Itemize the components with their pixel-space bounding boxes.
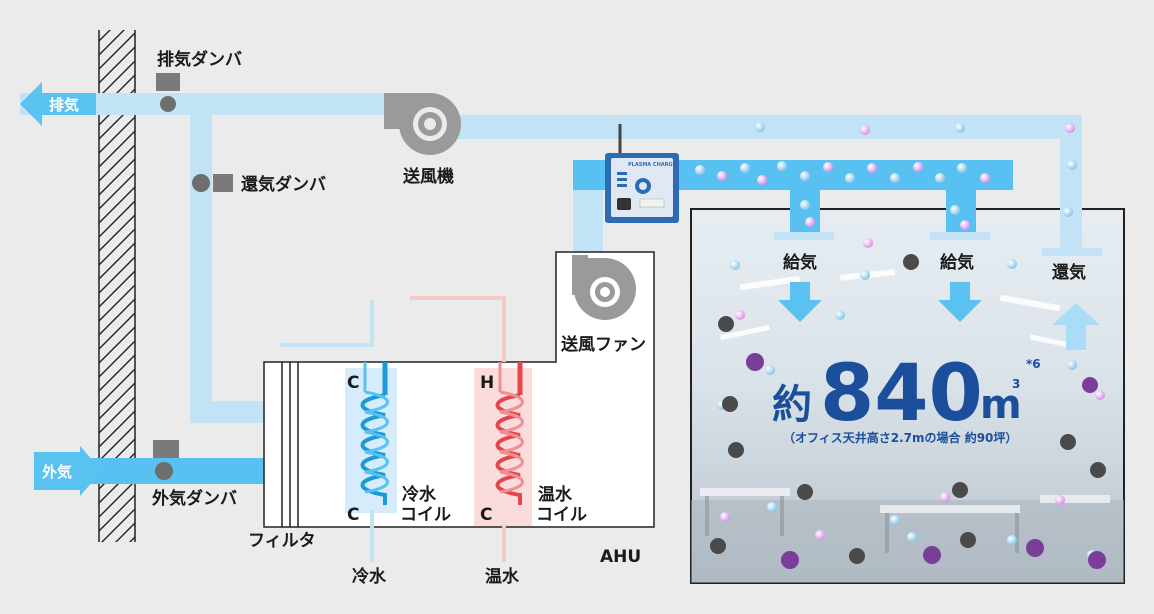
cold-coil-label-2: コイル [400, 505, 451, 525]
plasma-device: PLASMA CHARGE [605, 124, 679, 223]
room-volume-unit: m [980, 382, 1022, 428]
supply-label-1: 給気 [783, 252, 817, 273]
outside-damper-label: 外気ダンバ [152, 488, 237, 509]
cold-coil-label-1: 冷水 [402, 484, 437, 505]
ahu-label: AHU [600, 547, 641, 567]
office-room [690, 208, 1125, 584]
supply-arrow-1 [778, 282, 822, 322]
outside-air-arrow: 外気 [34, 446, 102, 496]
room-volume-prefix: 約 [772, 382, 812, 428]
hot-coil-label-2: コイル [536, 505, 587, 525]
room-volume-note: *6 [1026, 357, 1041, 371]
return-damper [192, 174, 233, 192]
exhaust-arrow-label: 排気 [49, 96, 79, 114]
room-volume-sub: （オフィス天井高さ2.7mの場合 約90坪） [783, 430, 1017, 445]
room-volume-unit-sup: 3 [1012, 377, 1020, 391]
building-wall [98, 30, 136, 542]
supply-fan-label: 送風ファン [561, 334, 646, 355]
outside-damper [153, 440, 179, 480]
hot-water-coil: H C [410, 296, 532, 562]
return-air-label: 還気 [1052, 262, 1086, 283]
room-volume-value: 840 [820, 349, 983, 439]
supply-label-2: 給気 [940, 252, 974, 273]
hot-coil-bottom-letter: C [480, 505, 492, 525]
outside-arrow-label: 外気 [41, 463, 72, 481]
exhaust-damper [156, 73, 180, 112]
cold-coil-bottom-letter: C [347, 505, 359, 525]
cold-water-label: 冷水 [352, 566, 387, 587]
blower-fan [384, 93, 461, 155]
ion-particles [695, 122, 1105, 560]
supply-fan [572, 255, 636, 320]
exhaust-damper-label: 排気ダンバ [157, 49, 242, 70]
germ-particles [710, 254, 1106, 569]
filter-label: フィルタ [248, 531, 316, 551]
cold-water-coil: C C [280, 300, 397, 562]
device-brand: PLASMA CHARGE [628, 162, 677, 168]
blower-label: 送風機 [403, 166, 454, 187]
cold-coil-top-letter: C [347, 373, 359, 393]
exhaust-arrow: 排気 [20, 82, 96, 126]
hot-water-label: 温水 [485, 566, 520, 587]
hot-coil-label-1: 温水 [538, 484, 573, 505]
return-damper-label: 還気ダンバ [241, 174, 326, 195]
supply-arrow-2 [938, 282, 982, 322]
return-arrow [1052, 303, 1100, 350]
hot-coil-top-letter: H [480, 373, 494, 393]
room-volume: 約 840 m 3 *6 （オフィス天井高さ2.7mの場合 約90坪） [772, 349, 1041, 445]
